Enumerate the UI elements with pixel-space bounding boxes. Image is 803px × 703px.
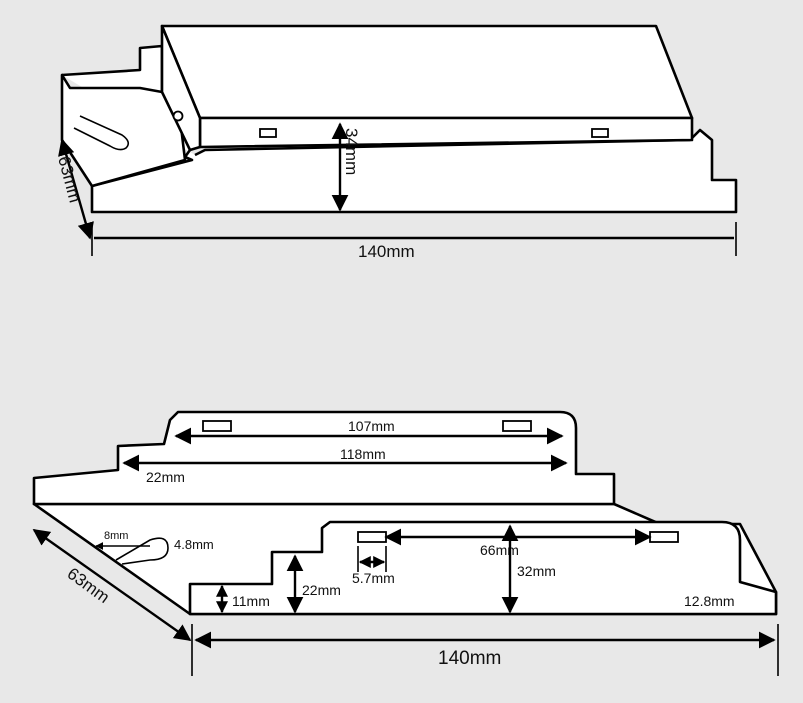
step2-label: 22mm [302, 582, 341, 598]
rear-slot-left [202, 420, 232, 432]
keyhole-slot [73, 115, 130, 151]
top-slot-right [591, 128, 609, 138]
step1-label: 11mm [232, 593, 270, 609]
bottom-depth-label: 63mm [64, 564, 113, 607]
slot-span-label: 107mm [348, 418, 395, 434]
front-slot-left [357, 531, 387, 543]
top-view: 34mm 63mm 140mm [54, 24, 738, 261]
top-length-label: 140mm [358, 242, 415, 261]
screw-hole [172, 110, 184, 122]
edge-label: 12.8mm [684, 593, 735, 609]
rear-slot-right [502, 420, 532, 432]
top-height-label: 34mm [342, 128, 361, 175]
slot-width-label: 8mm [104, 530, 128, 542]
bottom-length-label: 140mm [438, 648, 501, 669]
inner-span-label: 66mm [480, 542, 519, 558]
inner-height-label: 32mm [517, 563, 556, 579]
slot-height-label: 4.8mm [174, 537, 214, 552]
top-body-side [160, 24, 202, 152]
top-body-lid [160, 24, 694, 120]
front-slot-right [649, 531, 679, 543]
top-slot-left [259, 128, 277, 138]
bottom-depth-dimension [32, 529, 192, 641]
step-label: 22mm [146, 469, 185, 485]
top-depth-dimension [58, 138, 94, 240]
bottom-view: 107mm 118mm 22mm 8mm 4.8mm 63mm 66mm 5.7… [32, 410, 779, 676]
step-span-label: 118mm [340, 446, 386, 462]
tab-label: 5.7mm [352, 570, 395, 586]
